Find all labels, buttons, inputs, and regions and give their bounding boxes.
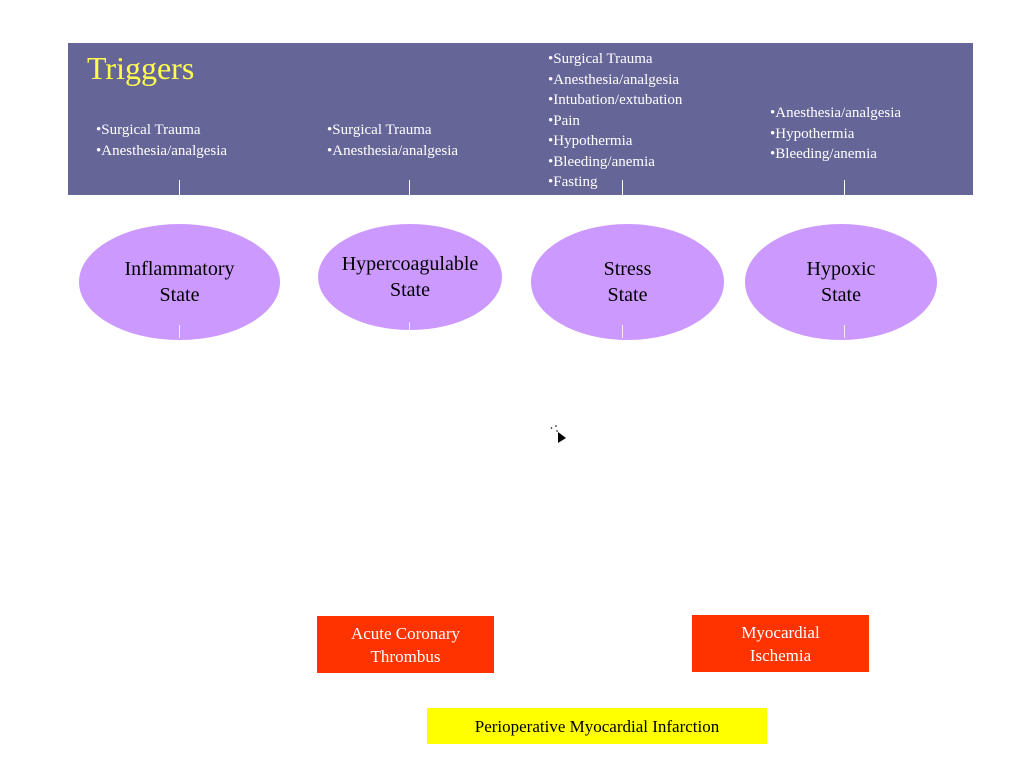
connector-tick xyxy=(844,325,845,338)
pointer-cursor-icon xyxy=(550,425,566,443)
trigger-item: Bleeding/anemia xyxy=(770,144,901,165)
connector-tick xyxy=(622,325,623,338)
connector-tick xyxy=(179,325,180,338)
acute-coronary-thrombus-box: Acute Coronary Thrombus xyxy=(316,615,495,674)
trigger-item: Hypothermia xyxy=(548,131,682,152)
trigger-item: Surgical Trauma xyxy=(327,120,458,141)
trigger-item: Anesthesia/analgesia xyxy=(770,103,901,124)
perioperative-infarction-box: Perioperative Myocardial Infarction xyxy=(427,708,767,744)
state-label: Stress State xyxy=(603,258,652,306)
trigger-list-hypoxic: Anesthesia/analgesia Hypothermia Bleedin… xyxy=(770,103,901,165)
connector-tick xyxy=(844,180,845,195)
state-label: Inflammatory State xyxy=(124,258,235,306)
trigger-item: Fasting xyxy=(548,172,682,193)
connector-tick xyxy=(622,180,623,195)
connector-tick xyxy=(409,180,410,195)
trigger-list-stress: Surgical Trauma Anesthesia/analgesia Int… xyxy=(548,49,682,193)
trigger-item: Surgical Trauma xyxy=(548,49,682,70)
hypoxic-state-node: Hypoxic State xyxy=(744,223,938,341)
trigger-item: Hypothermia xyxy=(770,124,901,145)
myocardial-ischemia-box: Myocardial Ischemia xyxy=(691,614,870,673)
outcome-label: Myocardial Ischemia xyxy=(741,622,820,665)
trigger-item: Anesthesia/analgesia xyxy=(548,70,682,91)
inflammatory-state-node: Inflammatory State xyxy=(78,223,281,341)
outcome-label: Acute Coronary Thrombus xyxy=(350,623,461,666)
connector-tick xyxy=(409,322,410,330)
connector-tick xyxy=(179,180,180,195)
trigger-item: Anesthesia/analgesia xyxy=(327,141,458,162)
trigger-item: Intubation/extubation xyxy=(548,90,682,111)
triggers-title: Triggers xyxy=(87,50,195,86)
trigger-item: Surgical Trauma xyxy=(96,120,227,141)
trigger-list-hypercoagulable: Surgical Trauma Anesthesia/analgesia xyxy=(327,120,458,161)
state-label: Hypercoagulable State xyxy=(341,253,479,301)
state-label: Hypoxic State xyxy=(806,258,876,306)
trigger-item: Bleeding/anemia xyxy=(548,152,682,173)
stress-state-node: Stress State xyxy=(530,223,725,341)
hypercoagulable-state-node: Hypercoagulable State xyxy=(317,223,503,331)
outcome-label: Perioperative Myocardial Infarction xyxy=(474,716,720,736)
trigger-item: Anesthesia/analgesia xyxy=(96,141,227,162)
trigger-list-inflammatory: Surgical Trauma Anesthesia/analgesia xyxy=(96,120,227,161)
trigger-item: Pain xyxy=(548,111,682,132)
